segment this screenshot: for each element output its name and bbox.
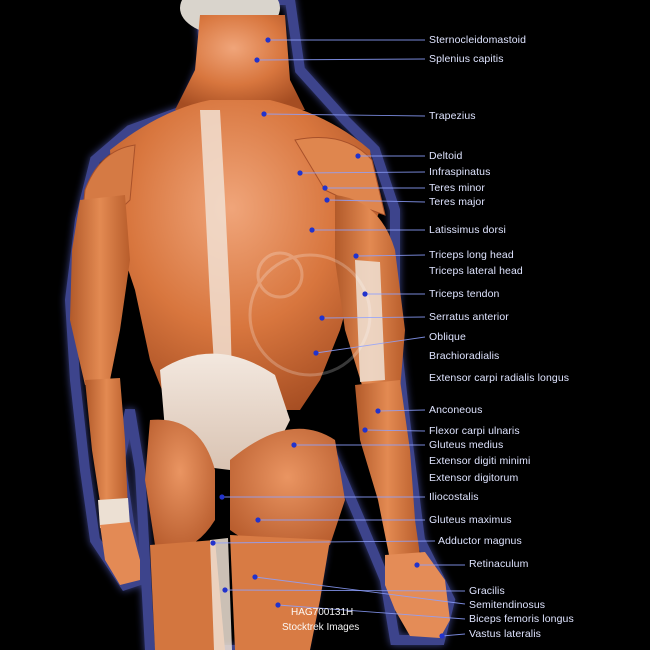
label-adductor-magnus: Adductor magnus [438, 535, 522, 547]
gluteus-left [145, 419, 215, 550]
label-leader-lines [210, 37, 466, 639]
leader-line [441, 633, 466, 637]
leader-dot [297, 170, 303, 176]
left-upper-arm [70, 195, 130, 385]
thigh-left [150, 540, 225, 650]
spine-tendon [200, 110, 232, 380]
label-infraspinatus: Infraspinatus [429, 166, 491, 178]
label-extensor-digiti-minimi: Extensor digiti minimi [429, 455, 531, 467]
leader-dot [210, 540, 216, 546]
leader-dot [414, 562, 420, 568]
leader-dot [375, 408, 381, 414]
leader-dot [324, 197, 330, 203]
leader-dot [265, 37, 271, 43]
leader-dot [322, 185, 328, 191]
leader-line [326, 199, 426, 203]
back-muscles [110, 100, 380, 410]
thigh-tendon [210, 538, 232, 650]
leader-line [355, 254, 426, 257]
leader-dot [255, 517, 261, 523]
label-gracilis: Gracilis [469, 585, 505, 597]
label-oblique: Oblique [429, 331, 466, 343]
leader-line [277, 604, 466, 620]
left-hand [100, 522, 140, 585]
label-trapezius: Trapezius [429, 110, 476, 122]
leader-dot [353, 253, 359, 259]
leader-dot [355, 153, 361, 159]
label-serratus-anterior: Serratus anterior [429, 311, 509, 323]
leader-dot [254, 57, 260, 63]
leader-dot [439, 633, 445, 639]
leader-line [263, 113, 426, 117]
leader-line [321, 316, 426, 319]
leader-dot [219, 494, 225, 500]
neck-muscles [175, 15, 305, 110]
label-triceps-tendon: Triceps tendon [429, 288, 500, 300]
leader-dot [261, 111, 267, 117]
label-latissimus-dorsi: Latissimus dorsi [429, 224, 506, 236]
leader-dot [362, 427, 368, 433]
leader-dot [275, 602, 281, 608]
leader-dot [313, 350, 319, 356]
label-brachioradialis: Brachioradialis [429, 350, 500, 362]
label-triceps-lateral-head: Triceps lateral head [429, 265, 523, 277]
watermark-id: HAG700131H [291, 607, 354, 618]
left-wrist [98, 498, 130, 528]
left-forearm [85, 378, 128, 515]
label-vastus-lateralis: Vastus lateralis [469, 628, 542, 640]
leader-line [315, 336, 426, 354]
label-gluteus-medius: Gluteus medius [429, 439, 504, 451]
watermark-emblem [248, 251, 372, 377]
label-sternocleidomastoid: Sternocleidomastoid [429, 34, 527, 46]
label-biceps-femoris-longus: Biceps femoris longus [469, 613, 574, 625]
label-retinaculum: Retinaculum [469, 558, 529, 570]
leader-dot [291, 442, 297, 448]
right-forearm [355, 380, 420, 560]
leader-dot [309, 227, 315, 233]
label-teres-minor: Teres minor [429, 182, 485, 194]
label-iliocostalis: Iliocostalis [429, 491, 479, 503]
leader-line [256, 58, 426, 61]
leader-line [212, 540, 436, 544]
label-gluteus-maximus: Gluteus maximus [429, 514, 512, 526]
watermark-credit: Stocktrek Images [282, 622, 360, 633]
label-deltoid: Deltoid [429, 150, 463, 162]
label-anconeous: Anconeous [429, 404, 483, 416]
label-teres-major: Teres major [429, 196, 485, 208]
leader-dot [362, 291, 368, 297]
label-triceps-long-head: Triceps long head [429, 249, 514, 261]
thigh-right [230, 535, 330, 650]
label-flexor-carpi-ulnaris: Flexor carpi ulnaris [429, 425, 520, 437]
leader-line [224, 589, 466, 592]
leader-line [254, 576, 466, 605]
label-extensor-digitorum: Extensor digitorum [429, 472, 519, 484]
leader-dot [319, 315, 325, 321]
leader-line [377, 409, 426, 412]
label-extensor-carpi-radialis-longus: Extensor carpi radialis longus [429, 372, 570, 384]
right-triceps-tendon [355, 260, 385, 382]
leader-line [364, 429, 426, 432]
leader-line [299, 171, 426, 174]
leader-dot [222, 587, 228, 593]
label-splenius-capitis: Splenius capitis [429, 53, 504, 65]
label-semitendinosus: Semitendinosus [469, 599, 546, 611]
leader-dot [252, 574, 258, 580]
